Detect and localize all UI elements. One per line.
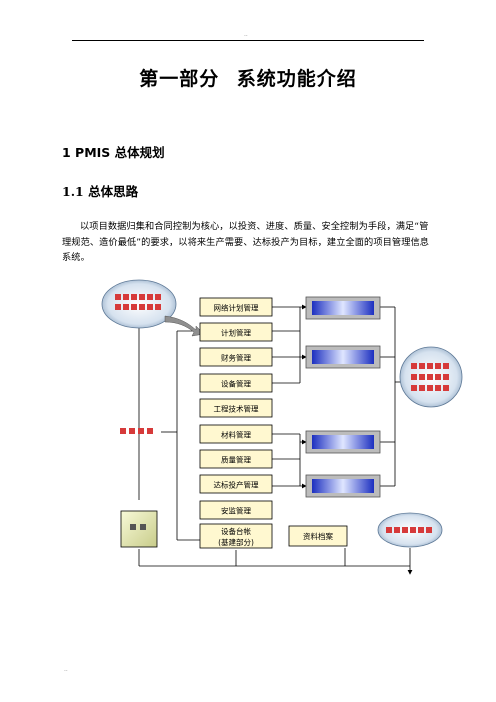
blue-box-2 [305,345,381,369]
module-box: 财务管理 [199,347,273,367]
module-label: 安监管理 [221,506,251,516]
left-side-glyphs [120,428,153,434]
archive-box: 资料档案 [288,525,348,547]
top-left-ellipse-glyphs [115,294,161,310]
bottom-right-ellipse-glyphs [386,527,432,533]
module-box: 达标投产管理 [199,474,273,494]
module-list: 网络计划管理计划管理财务管理设备管理工程技术管理材料管理质量管理达标投产管理安监… [199,297,273,520]
section-heading: 1 PMIS 总体规划 [62,145,165,160]
blue-box-3 [305,430,381,454]
module-label: 材料管理 [221,430,251,440]
module-last-line-1: 设备台帐 [221,526,251,536]
module-box: 网络计划管理 [199,297,273,317]
curved-arrow [164,315,205,337]
module-last-line-2: (基建部分) [218,537,254,547]
body-paragraph: 以项目数据归集和合同控制为核心，以投资、进度、质量、安全控制为手段，满足“管理规… [62,221,430,263]
module-box: 计划管理 [199,322,273,342]
module-label: 设备管理 [221,379,251,389]
header-marker: .. [244,31,248,38]
module-box: 安监管理 [199,500,273,520]
connector-lines [138,304,413,575]
right-ellipse-glyphs [411,363,449,391]
module-box: 质量管理 [199,449,273,469]
subsection-heading: 1.1 总体思路 [62,184,139,199]
module-box: 设备管理 [199,373,273,393]
module-box: 工程技术管理 [199,398,273,418]
blue-boxes [305,296,381,498]
blue-box-1 [305,296,381,320]
module-label: 达标投产管理 [214,480,259,490]
module-label: 财务管理 [221,353,251,363]
page-title: 第一部分 系统功能介绍 [139,68,357,90]
module-label: 网络计划管理 [214,303,259,313]
header-rule [72,40,424,41]
blue-box-4 [305,474,381,498]
footer-marker: .. [64,666,68,673]
module-label: 质量管理 [221,455,251,465]
left-square-glyphs [130,524,146,530]
left-square [120,510,158,548]
module-box: 材料管理 [199,424,273,444]
archive-label: 资料档案 [303,531,333,541]
module-label: 工程技术管理 [214,404,259,414]
module-label: 计划管理 [221,328,251,338]
module-equipment-ledger: 设备台帐 (基建部分) [199,523,273,549]
